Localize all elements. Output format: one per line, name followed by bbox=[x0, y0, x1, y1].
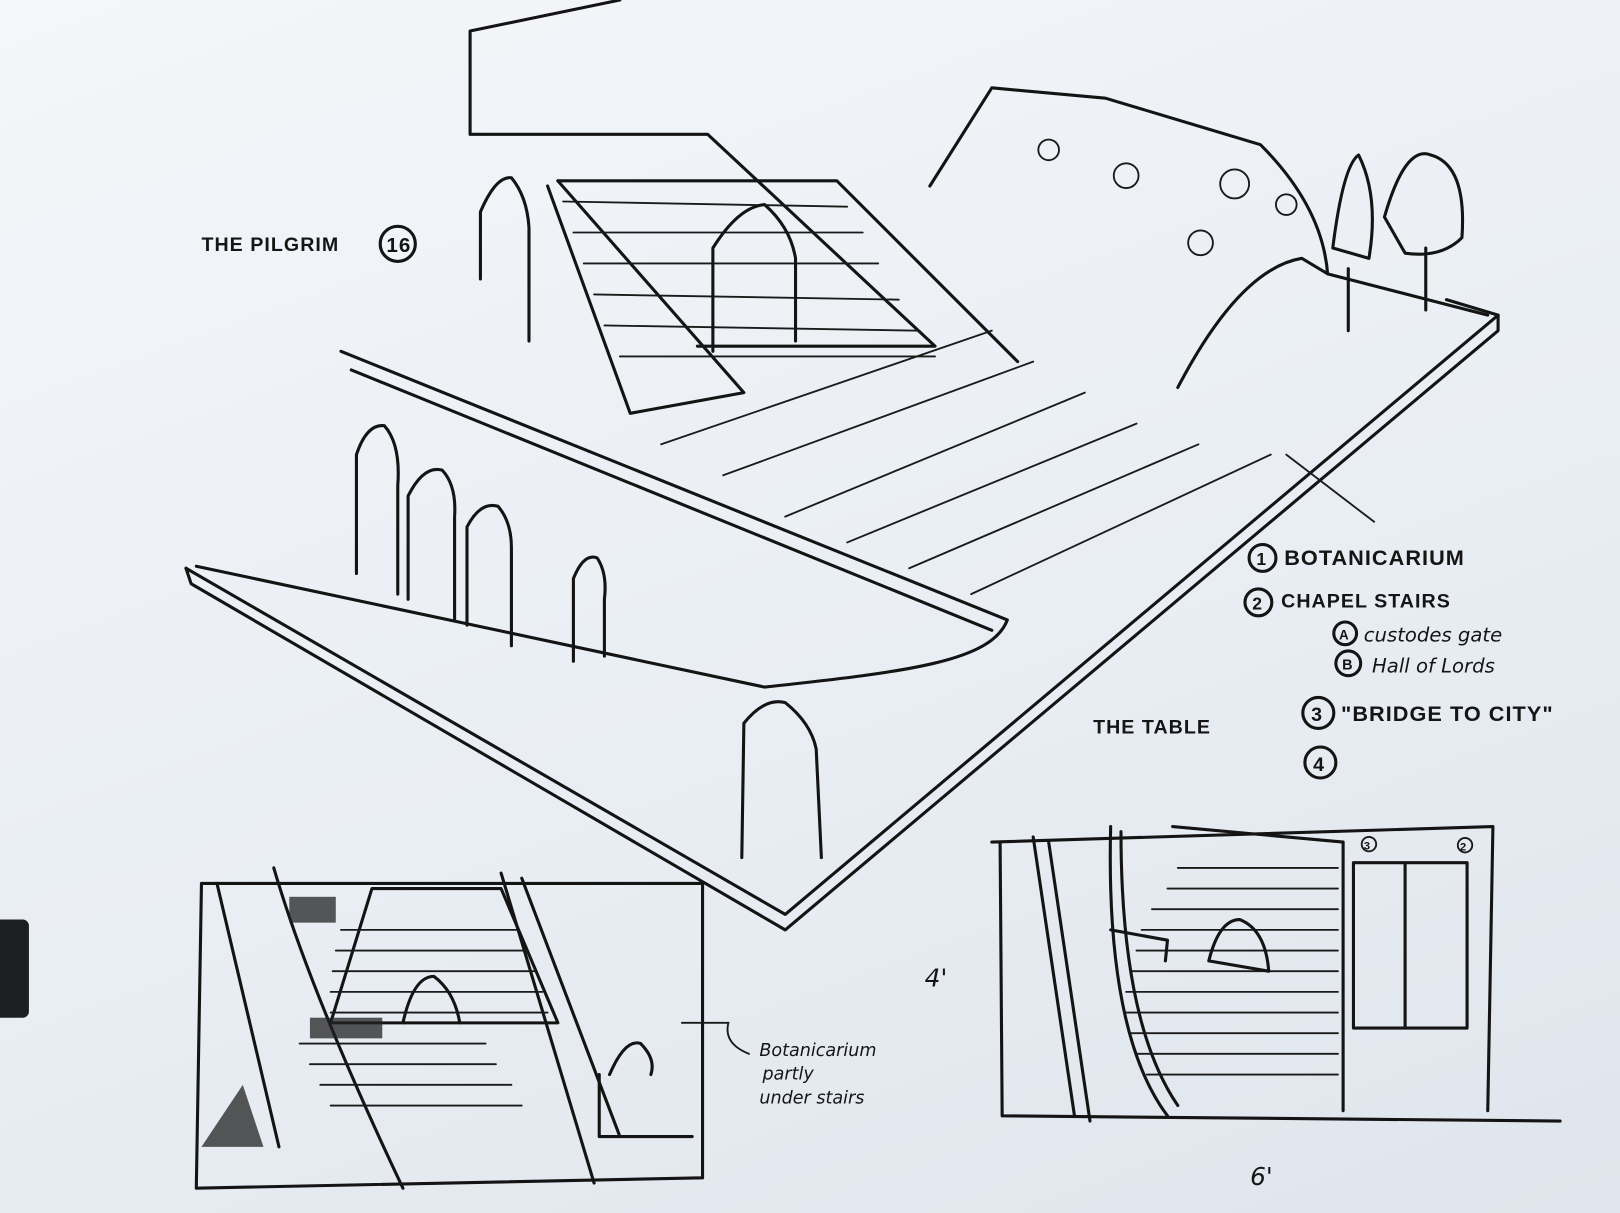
dimension-height: 4' bbox=[925, 964, 948, 993]
plan-marker: 2 bbox=[1460, 841, 1467, 853]
plan-marker: 3 bbox=[1364, 840, 1371, 852]
plan-note-line: under stairs bbox=[759, 1088, 864, 1108]
plan-note-line: partly bbox=[761, 1065, 814, 1085]
dimension-width: 6' bbox=[1250, 1162, 1273, 1191]
table-label: THE TABLE bbox=[1093, 717, 1211, 739]
legend-item: BOTANICARIUM bbox=[1284, 545, 1465, 570]
plan-note: Botanicarium partly under stairs bbox=[759, 1041, 876, 1109]
legend-marker: 3 bbox=[1311, 704, 1323, 726]
title-label: THE PILGRIM bbox=[201, 234, 339, 256]
plan-note-line: Botanicarium bbox=[759, 1041, 876, 1061]
arcade-arches bbox=[354, 424, 823, 860]
legend-marker: 2 bbox=[1252, 594, 1263, 614]
legend-item: custodes gate bbox=[1364, 624, 1502, 647]
legend-marker: B bbox=[1342, 658, 1353, 674]
title-number-circle bbox=[378, 224, 417, 263]
legend-item: Hall of Lords bbox=[1372, 655, 1495, 678]
title-number: 16 bbox=[386, 234, 411, 257]
legend-marker: A bbox=[1339, 628, 1350, 643]
legend-item: "BRIDGE TO CITY" bbox=[1341, 701, 1554, 726]
pen-object bbox=[0, 919, 29, 1018]
plan-sketch-left bbox=[194, 866, 750, 1190]
legend: 1 BOTANICARIUM 2 CHAPEL STAIRS A custode… bbox=[1243, 542, 1554, 780]
legend-marker: 1 bbox=[1256, 549, 1267, 569]
isometric-table-sketch bbox=[184, 0, 1500, 932]
legend-item: CHAPEL STAIRS bbox=[1281, 591, 1451, 613]
plan-sketch-right bbox=[990, 825, 1562, 1123]
stair-treads bbox=[562, 200, 1272, 596]
legend-marker: 4 bbox=[1313, 754, 1325, 776]
